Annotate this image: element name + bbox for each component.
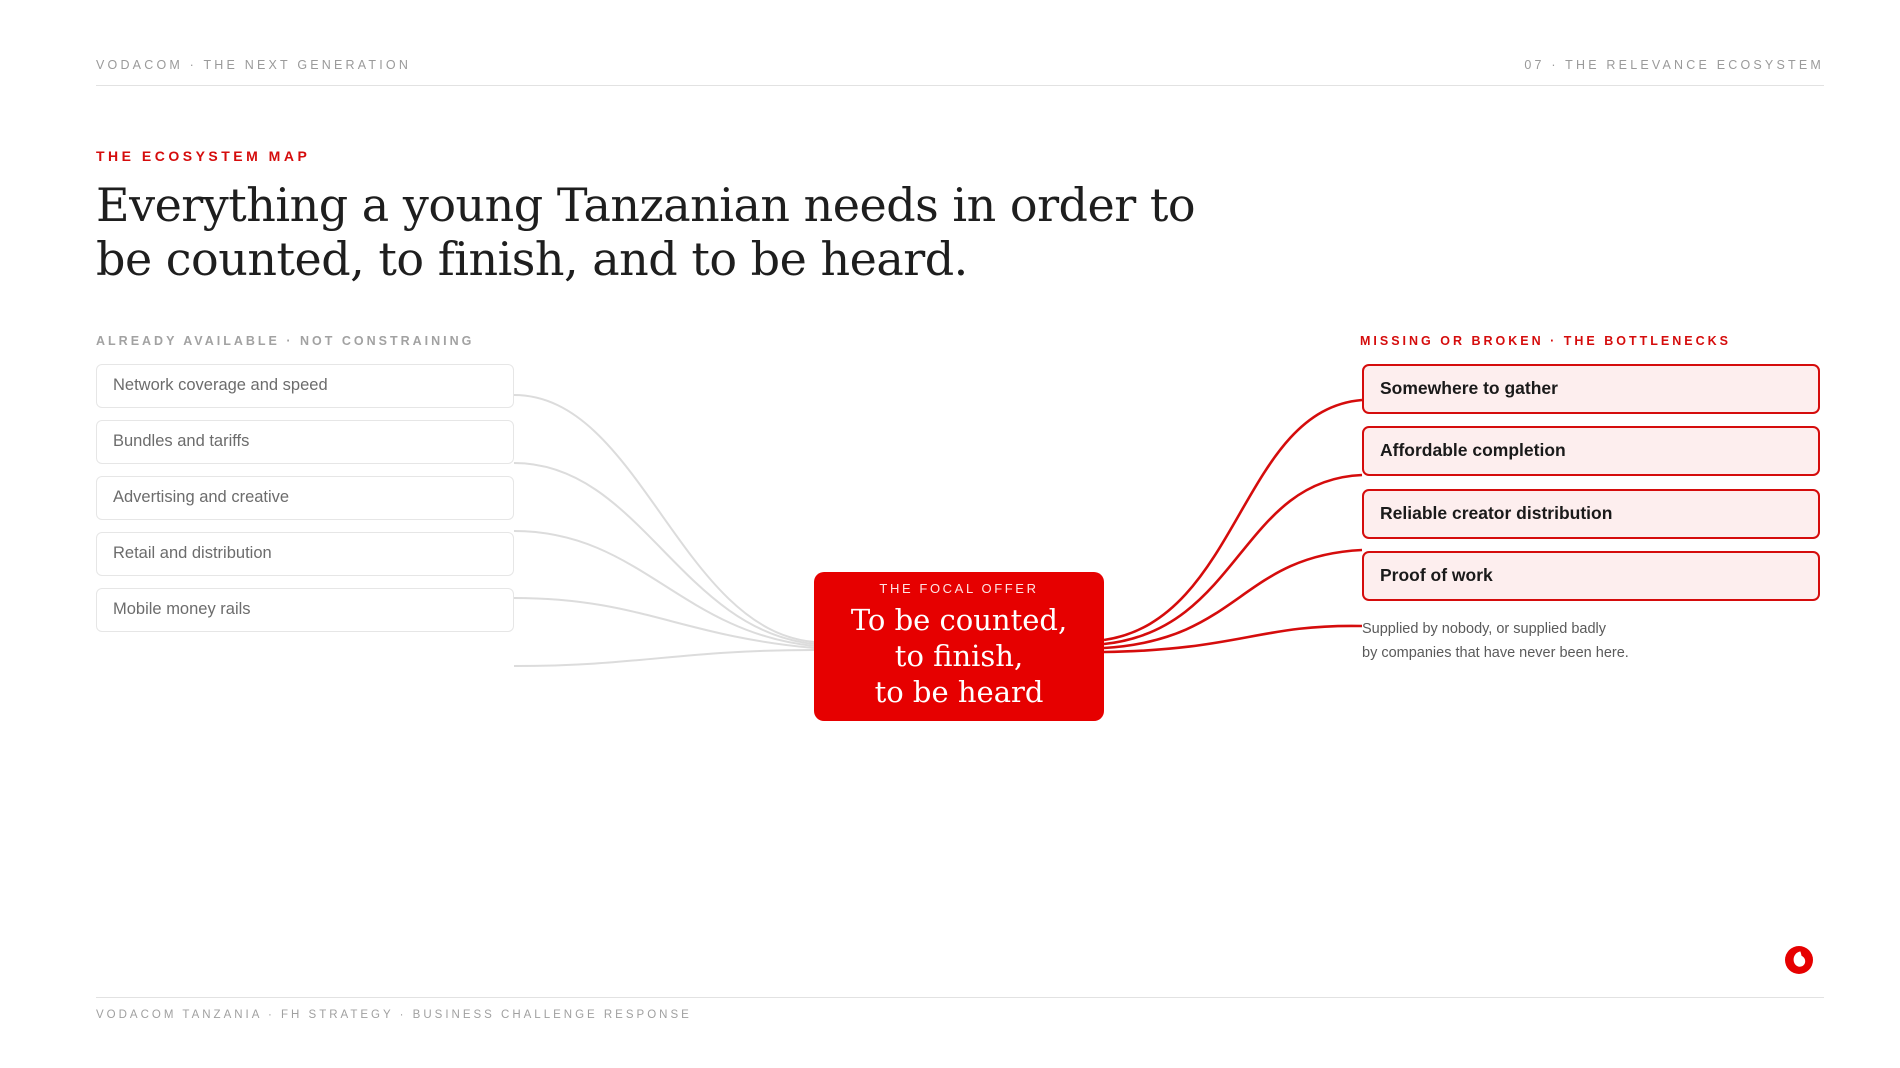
bottleneck-note-line-1: Supplied by nobody, or supplied badly [1362,621,1606,637]
available-item-bundles-tariffs: Bundles and tariffs [96,420,514,464]
footer-text: VODACOM TANZANIA · FH STRATEGY · BUSINES… [96,1009,692,1021]
available-column-label: ALREADY AVAILABLE · NOT CONSTRAINING [96,334,475,348]
bottleneck-note-line-2: by companies that have never been here. [1362,645,1629,661]
connector-mobile-money [513,649,815,667]
bottleneck-item-proof-of-work: Proof of work [1362,551,1820,601]
header-left-text: VODACOM · THE NEXT GENERATION [96,58,412,72]
bottleneck-item-completion: Affordable completion [1362,426,1820,476]
available-item-retail: Retail and distribution [96,532,514,576]
focal-offer-label: THE FOCAL OFFER [879,581,1039,596]
bottleneck-column-label: MISSING OR BROKEN · THE BOTTLENECKS [1360,334,1731,348]
focal-offer-box: THE FOCAL OFFER To be counted, to finish… [814,572,1104,721]
connector-retail [513,597,815,649]
connector-bundles [513,462,815,645]
connector-network-coverage [513,394,815,643]
connector-advertising [513,530,815,647]
available-item-mobile-money: Mobile money rails [96,588,514,632]
connector-gather [1103,398,1363,642]
footer-divider [96,997,1824,998]
available-item-network-coverage: Network coverage and speed [96,364,514,408]
focal-offer-text: To be counted, to finish, to be heard [850,603,1068,709]
section-eyebrow: THE ECOSYSTEM MAP [96,148,311,164]
bottleneck-connectors [1103,398,1363,654]
connector-distribution [1103,548,1363,650]
connector-proof [1103,624,1363,654]
vodafone-speech-mark-icon [1785,946,1813,974]
header-divider [96,85,1824,86]
bottleneck-item-distribution: Reliable creator distribution [1362,489,1820,539]
header-right-text: 07 · THE RELEVANCE ECOSYSTEM [1524,58,1824,72]
connector-completion [1103,473,1363,646]
bottleneck-note: Supplied by nobody, or supplied badly by… [1362,617,1629,665]
available-item-advertising: Advertising and creative [96,476,514,520]
bottleneck-item-gather: Somewhere to gather [1362,364,1820,414]
available-connectors [513,394,815,667]
page-title: Everything a young Tanzanian needs in or… [96,178,1196,286]
